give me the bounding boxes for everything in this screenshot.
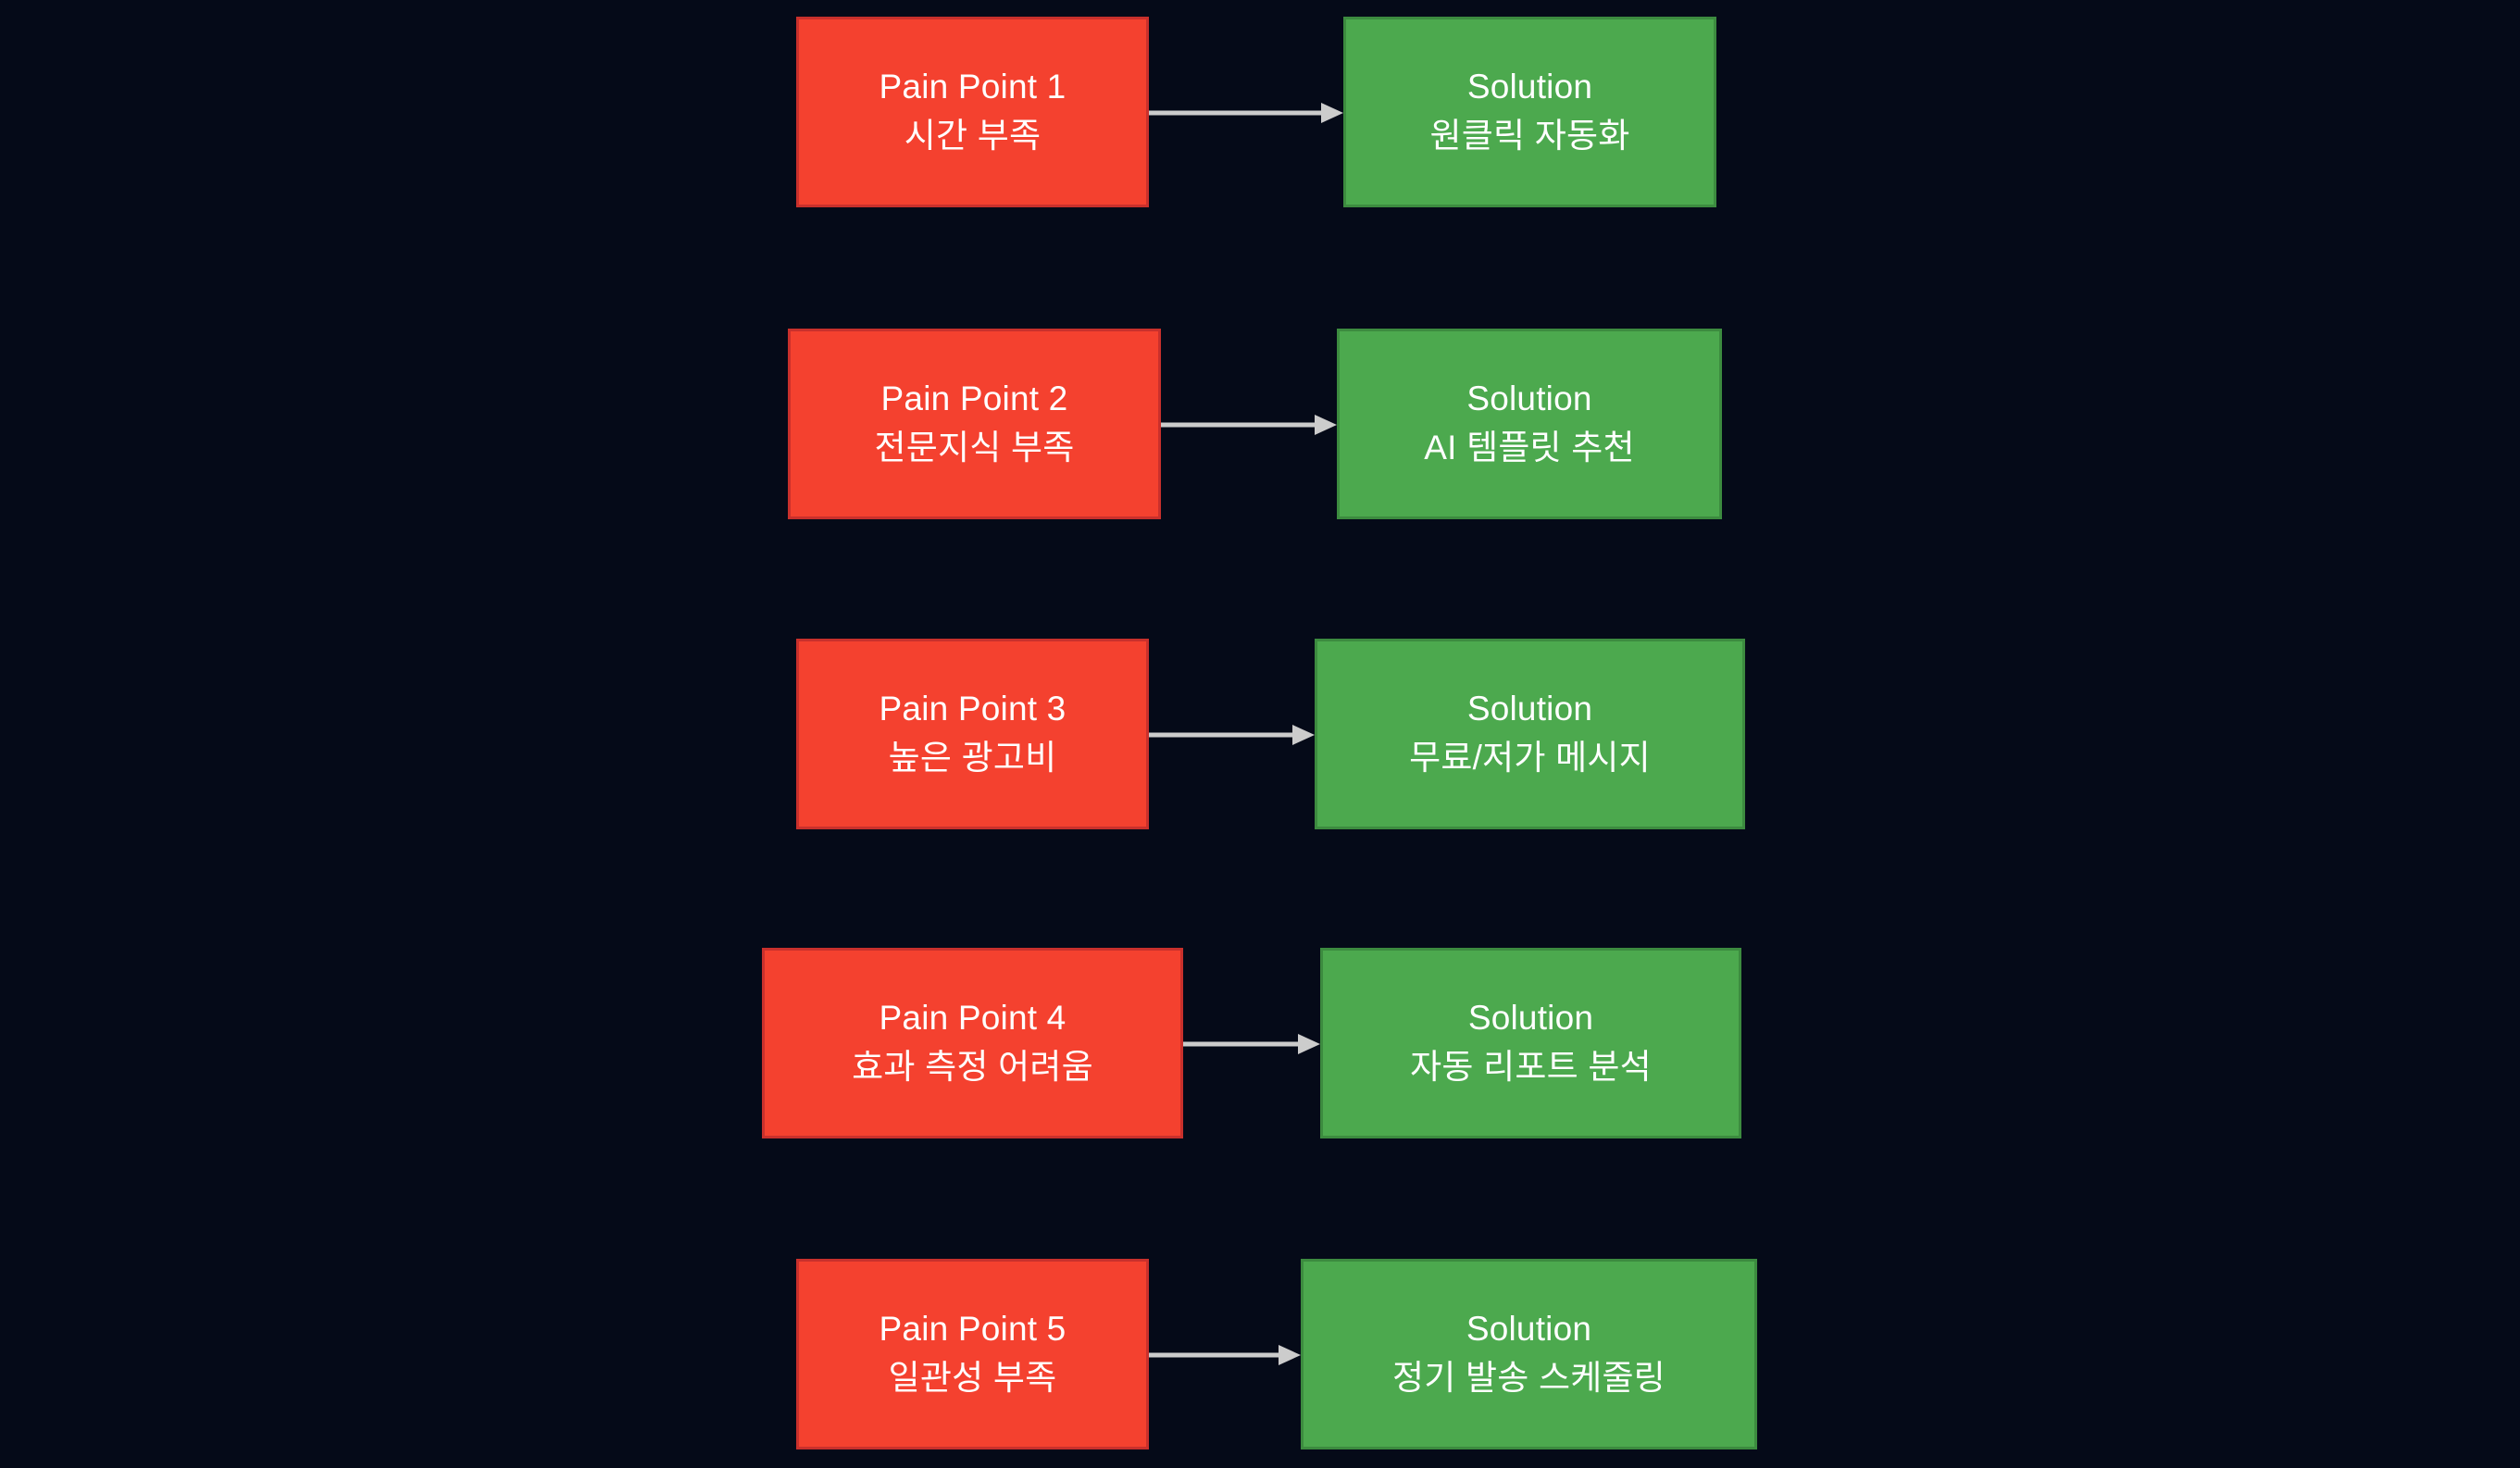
pain-point-detail-5: 일관성 부족: [888, 1359, 1057, 1397]
solution-detail-1: 원클릭 자동화: [1429, 117, 1630, 155]
solution-detail-4: 자동 리포트 분석: [1410, 1048, 1652, 1086]
flow-row-1: Pain Point 1 시간 부족 Solution 원클릭 자동화: [0, 17, 2520, 207]
solution-node-4[interactable]: Solution 자동 리포트 분석: [1320, 948, 1741, 1138]
pain-point-detail-3: 높은 광고비: [888, 739, 1057, 777]
pain-point-node-5[interactable]: Pain Point 5 일관성 부족: [796, 1259, 1149, 1449]
arrow-connector-4: [1183, 1030, 1320, 1058]
solution-node-5[interactable]: Solution 정기 발송 스케줄링: [1301, 1259, 1757, 1449]
flow-row-4: Pain Point 4 효과 측정 어려움 Solution 자동 리포트 분…: [0, 948, 2520, 1138]
arrow-connector-1: [1149, 99, 1343, 127]
pain-point-title-3: Pain Point 3: [879, 690, 1067, 728]
solution-node-2[interactable]: Solution AI 템플릿 추천: [1337, 329, 1722, 519]
flow-row-5: Pain Point 5 일관성 부족 Solution 정기 발송 스케줄링: [0, 1259, 2520, 1449]
solution-title-1: Solution: [1466, 68, 1593, 106]
arrow-connector-5: [1149, 1341, 1301, 1369]
solution-title-2: Solution: [1466, 379, 1592, 418]
pain-point-title-5: Pain Point 5: [879, 1310, 1067, 1349]
pain-point-node-2[interactable]: Pain Point 2 전문지식 부족: [788, 329, 1161, 519]
pain-point-node-4[interactable]: Pain Point 4 효과 측정 어려움: [762, 948, 1183, 1138]
solution-node-1[interactable]: Solution 원클릭 자동화: [1343, 17, 1716, 207]
solution-detail-2: AI 템플릿 추천: [1424, 429, 1635, 467]
arrow-connector-3: [1149, 721, 1315, 749]
pain-point-detail-4: 효과 측정 어려움: [852, 1048, 1093, 1086]
solution-detail-3: 무료/저가 메시지: [1409, 739, 1651, 777]
flow-row-3: Pain Point 3 높은 광고비 Solution 무료/저가 메시지: [0, 639, 2520, 829]
pain-point-title-1: Pain Point 1: [879, 68, 1067, 106]
arrow-connector-2: [1161, 411, 1337, 439]
pain-point-detail-2: 전문지식 부족: [874, 429, 1075, 467]
flow-row-2: Pain Point 2 전문지식 부족 Solution AI 템플릿 추천: [0, 329, 2520, 519]
pain-point-node-3[interactable]: Pain Point 3 높은 광고비: [796, 639, 1149, 829]
pain-point-detail-1: 시간 부족: [904, 117, 1042, 155]
solution-title-5: Solution: [1466, 1310, 1592, 1349]
solution-node-3[interactable]: Solution 무료/저가 메시지: [1315, 639, 1745, 829]
solution-title-4: Solution: [1467, 999, 1594, 1038]
pain-point-title-4: Pain Point 4: [879, 999, 1067, 1038]
pain-point-title-2: Pain Point 2: [880, 379, 1068, 418]
pain-point-node-1[interactable]: Pain Point 1 시간 부족: [796, 17, 1149, 207]
solution-title-3: Solution: [1466, 690, 1593, 728]
solution-detail-5: 정기 발송 스케줄링: [1392, 1359, 1665, 1397]
